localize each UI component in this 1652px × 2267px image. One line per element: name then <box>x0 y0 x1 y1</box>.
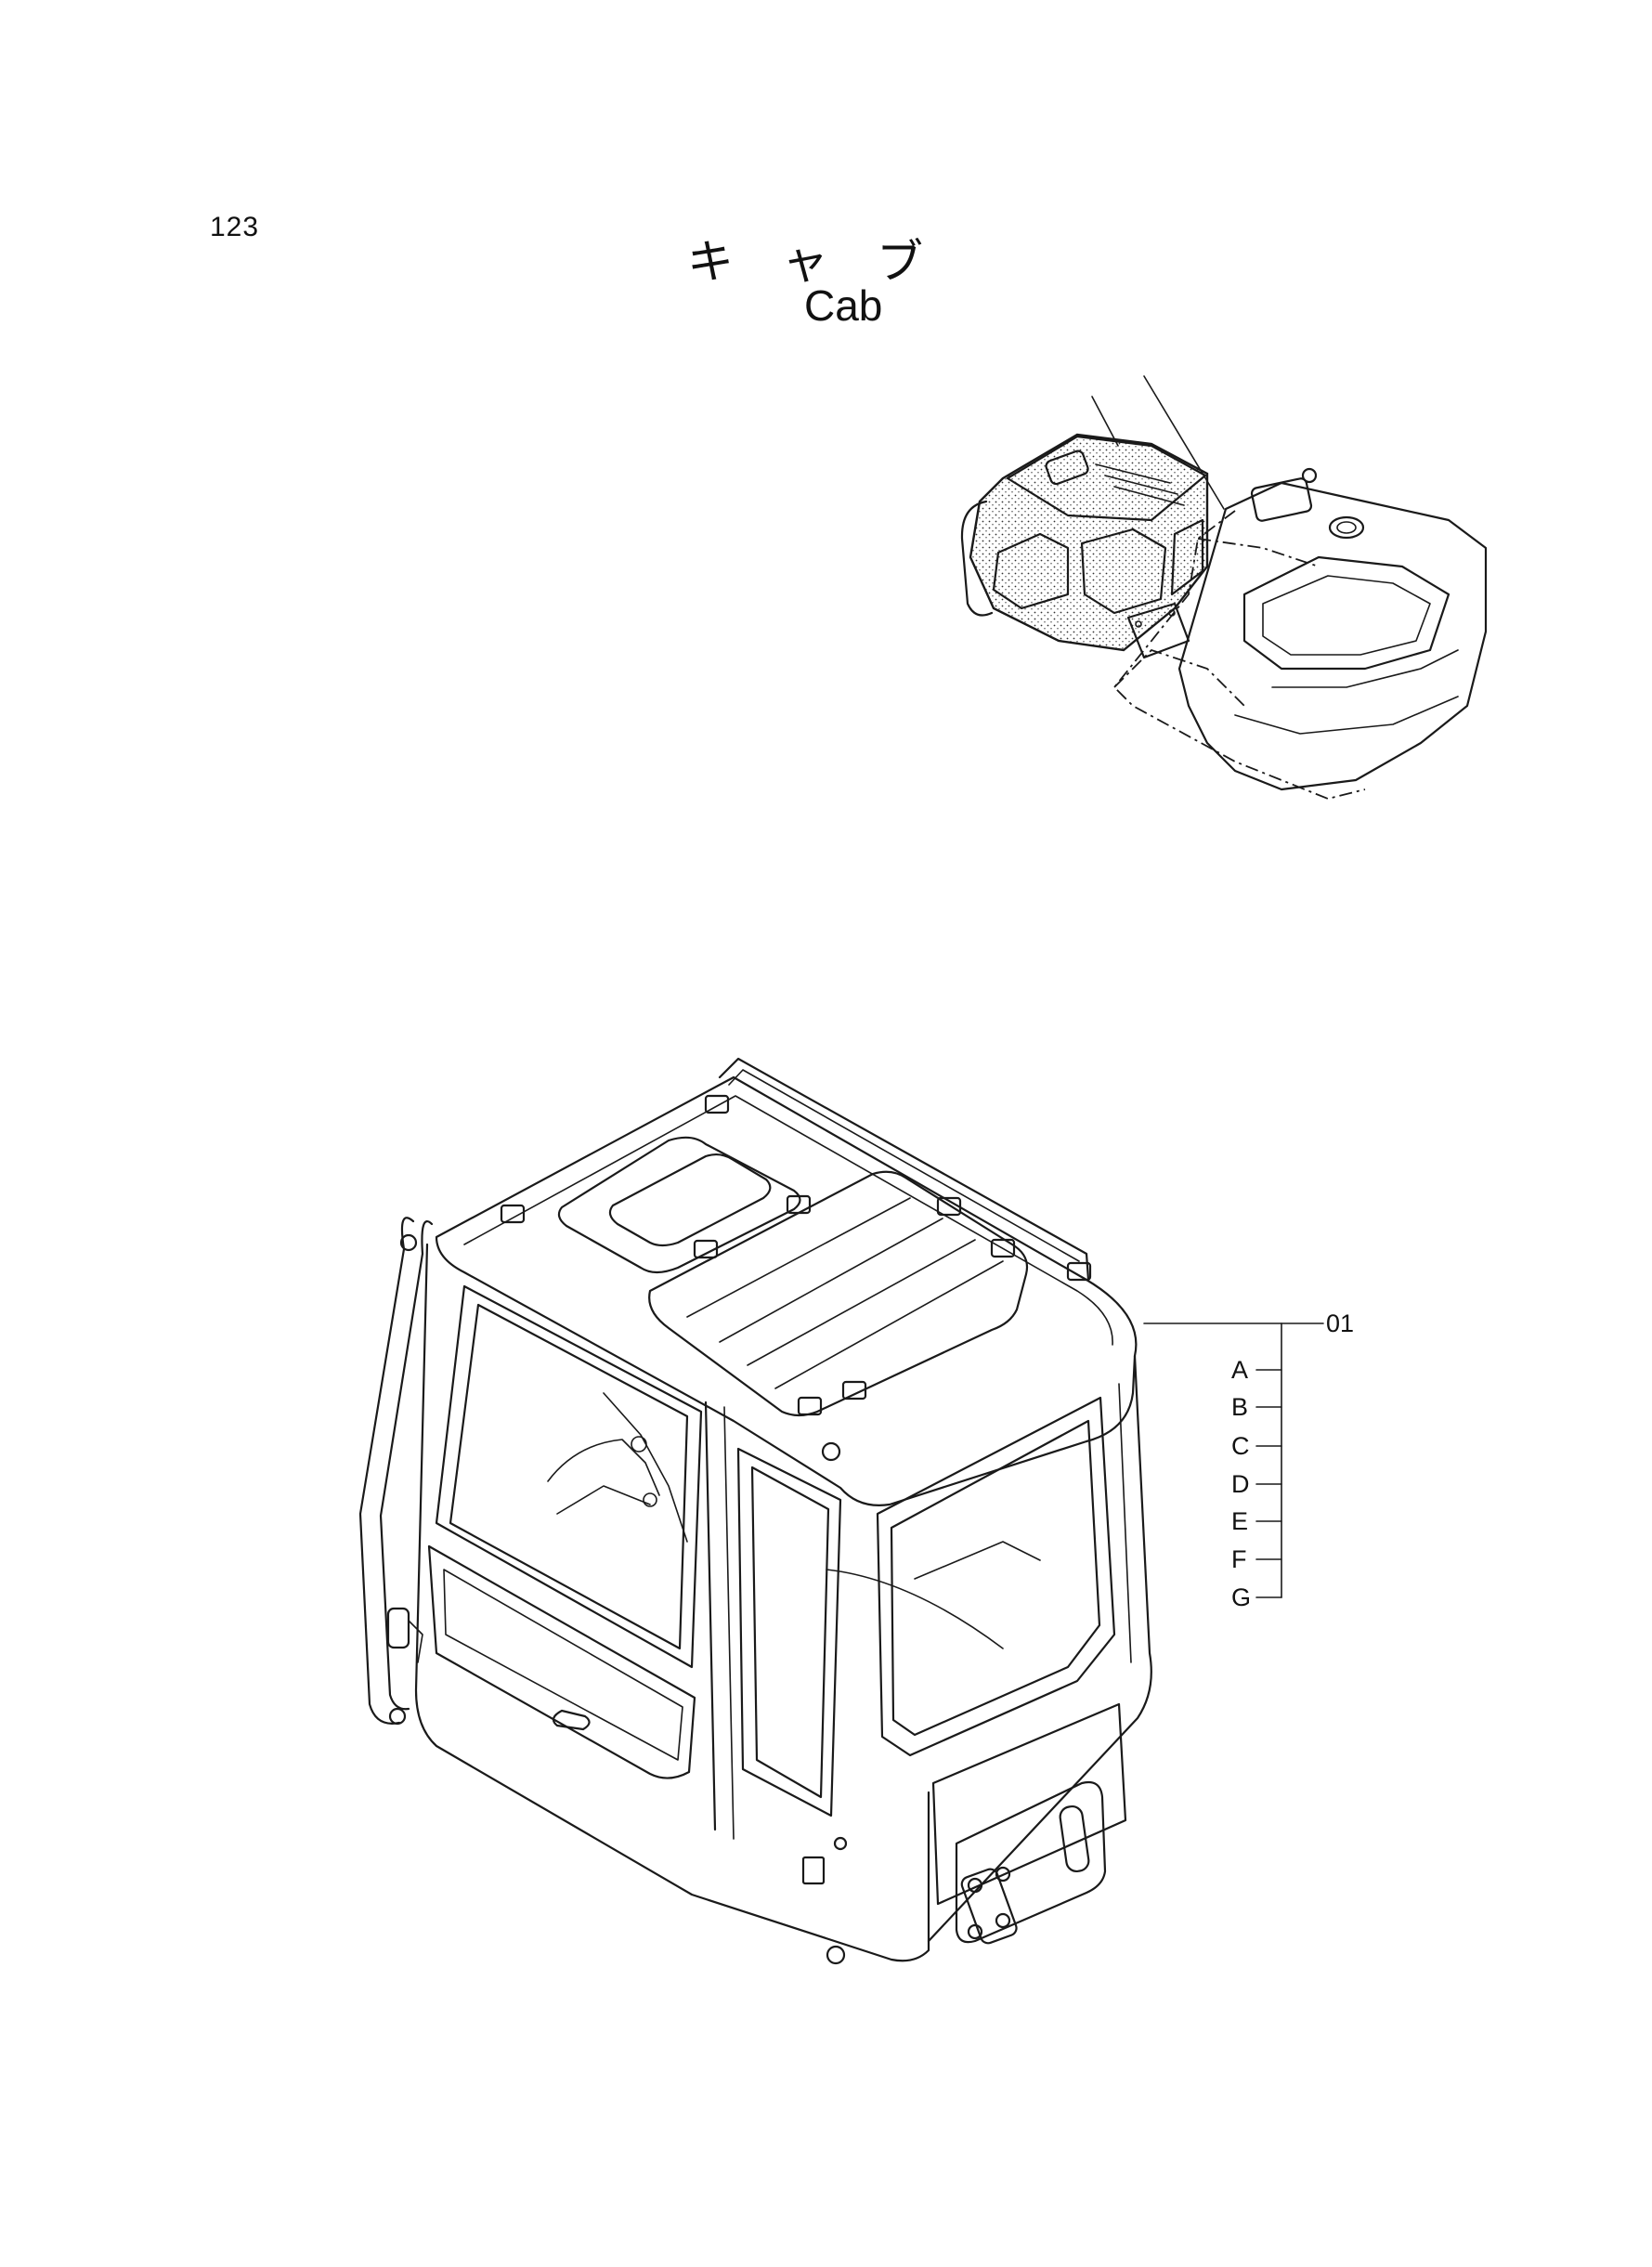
page-title-english: Cab <box>804 281 883 330</box>
callout-sub-d: D <box>1231 1470 1250 1498</box>
page-number: 123 <box>210 212 260 242</box>
cab-assembly-illustration <box>358 1057 1152 1965</box>
callout-sub-b: B <box>1231 1393 1248 1421</box>
callout-sub-g: G <box>1231 1583 1251 1611</box>
callout-main-01: 01 <box>1326 1309 1354 1337</box>
callout-sub-c: C <box>1231 1432 1250 1460</box>
overview-illustration <box>960 375 1488 800</box>
callout-sub-a: A <box>1231 1356 1248 1384</box>
callout-sub-f: F <box>1231 1545 1247 1573</box>
callout-bracket: 01 A B C D E F G <box>1143 1309 1354 1611</box>
page-title-japanese: キャブ <box>687 235 971 289</box>
callout-sub-e: E <box>1231 1507 1248 1535</box>
